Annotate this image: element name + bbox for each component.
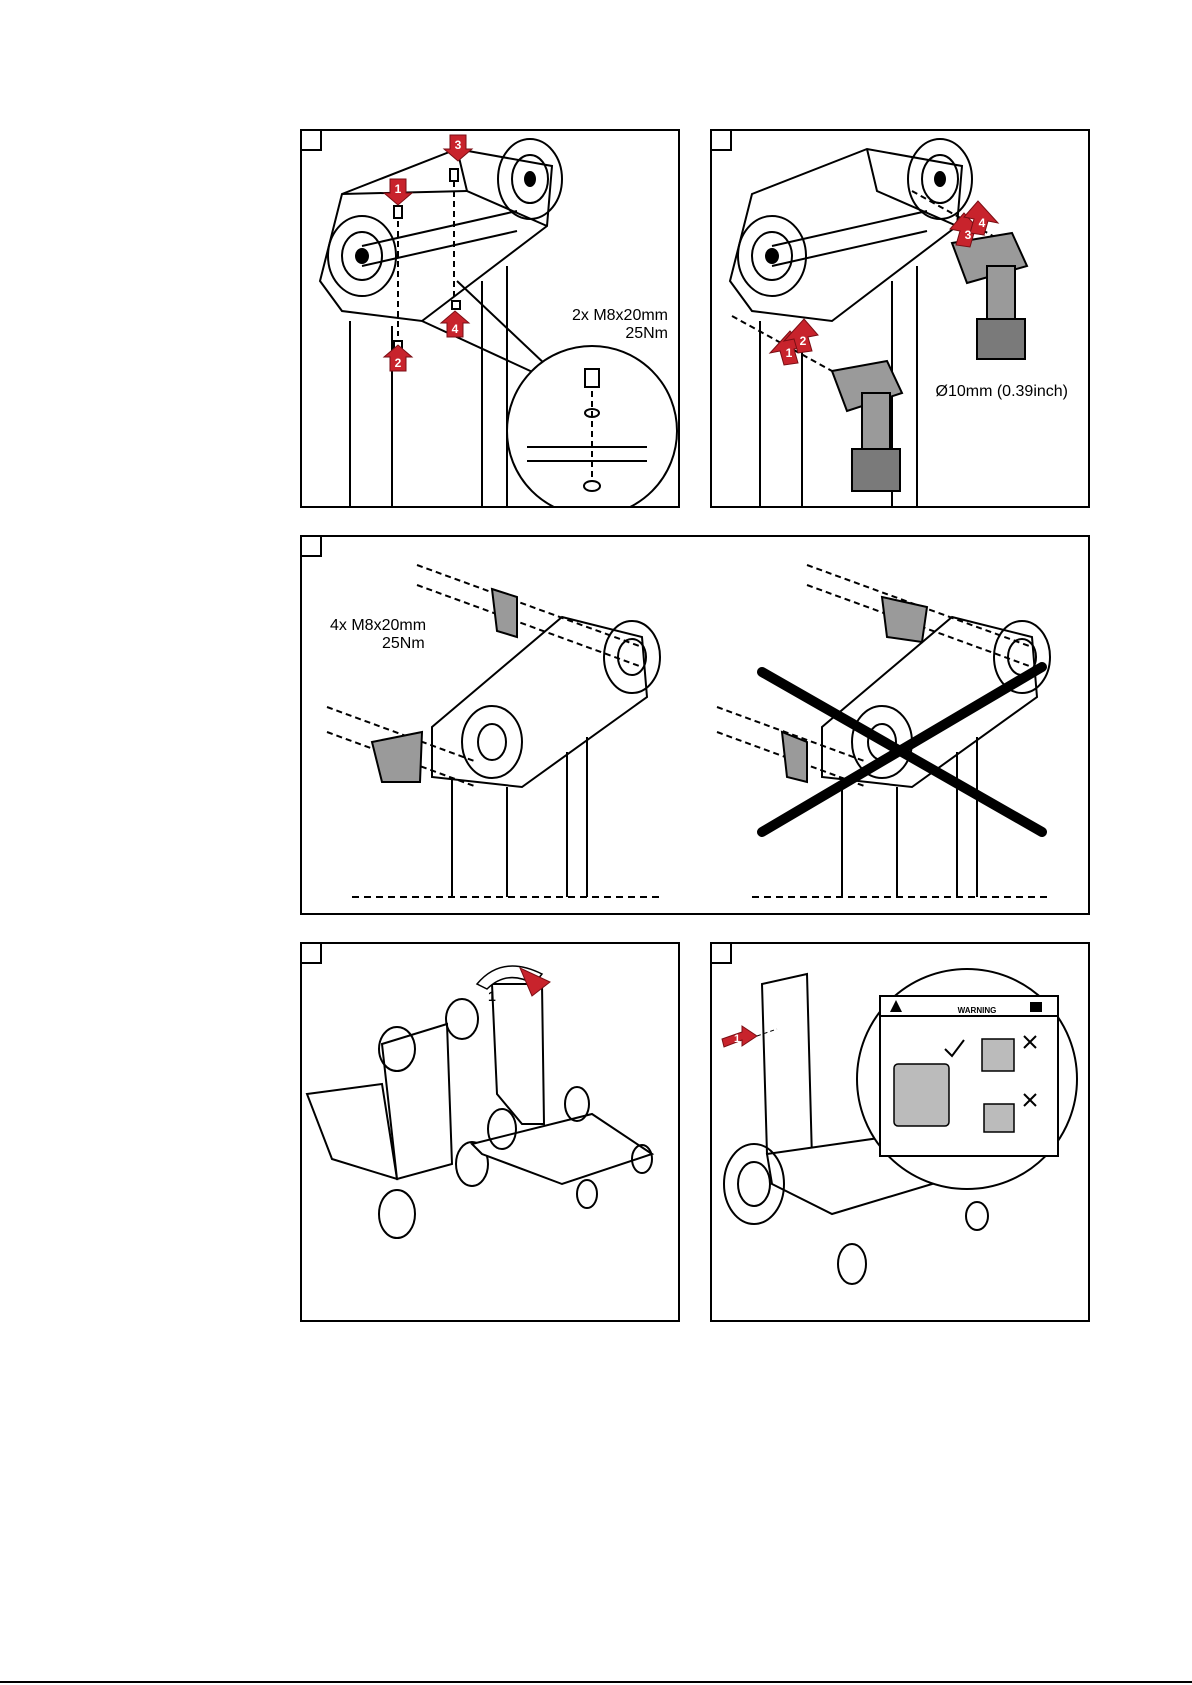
- step-panel-3: 4x M8x20mm 25Nm: [300, 535, 1090, 915]
- step-panel-5: 1 WARNING: [710, 942, 1090, 1322]
- device-icon: [894, 1064, 949, 1126]
- bracket-icon: [782, 732, 807, 782]
- bracket-icon: [882, 597, 927, 642]
- svg-text:1: 1: [786, 346, 793, 360]
- step-panel-2: 1 2 3 4 Ø10mm (0.39inch): [710, 129, 1090, 508]
- svg-text:3: 3: [455, 138, 462, 152]
- handle-bracket-illustration: [302, 537, 1088, 913]
- svg-text:2: 2: [800, 334, 807, 348]
- drill-icon: [952, 233, 1027, 359]
- bolt-spec-quantity: 4x M8x20mm: [330, 617, 426, 635]
- bolt-spec-torque: 25Nm: [382, 635, 425, 653]
- step-panel-4: 1: [300, 942, 680, 1322]
- warning-title: WARNING: [937, 1006, 1017, 1015]
- svg-text:3: 3: [965, 228, 972, 242]
- bracket-icon: [372, 732, 422, 782]
- page-footer-rule: [0, 1681, 1192, 1683]
- marker-label: 1: [488, 988, 496, 1004]
- bracket-icon: [492, 589, 517, 637]
- drilling-illustration: 1 2 3 4: [712, 131, 1088, 506]
- warning-label-illustration: 1: [712, 944, 1088, 1320]
- svg-text:1: 1: [395, 182, 402, 196]
- manual-book-icon: [1030, 1002, 1042, 1012]
- step-panel-1: 1 3 2 4 2x M8x20mm 25Nm: [300, 129, 680, 508]
- svg-text:4: 4: [979, 216, 986, 230]
- bolt-spec-torque: 25Nm: [625, 325, 668, 343]
- device-icon: [984, 1104, 1014, 1132]
- device-icon: [982, 1039, 1014, 1071]
- drill-diameter-spec: Ø10mm (0.39inch): [936, 383, 1069, 401]
- svg-text:1: 1: [734, 1033, 740, 1045]
- cart-assembly-illustration: 1: [302, 944, 678, 1320]
- svg-text:4: 4: [452, 322, 459, 336]
- svg-text:2: 2: [395, 356, 402, 370]
- bolt-spec-quantity: 2x M8x20mm: [572, 307, 668, 325]
